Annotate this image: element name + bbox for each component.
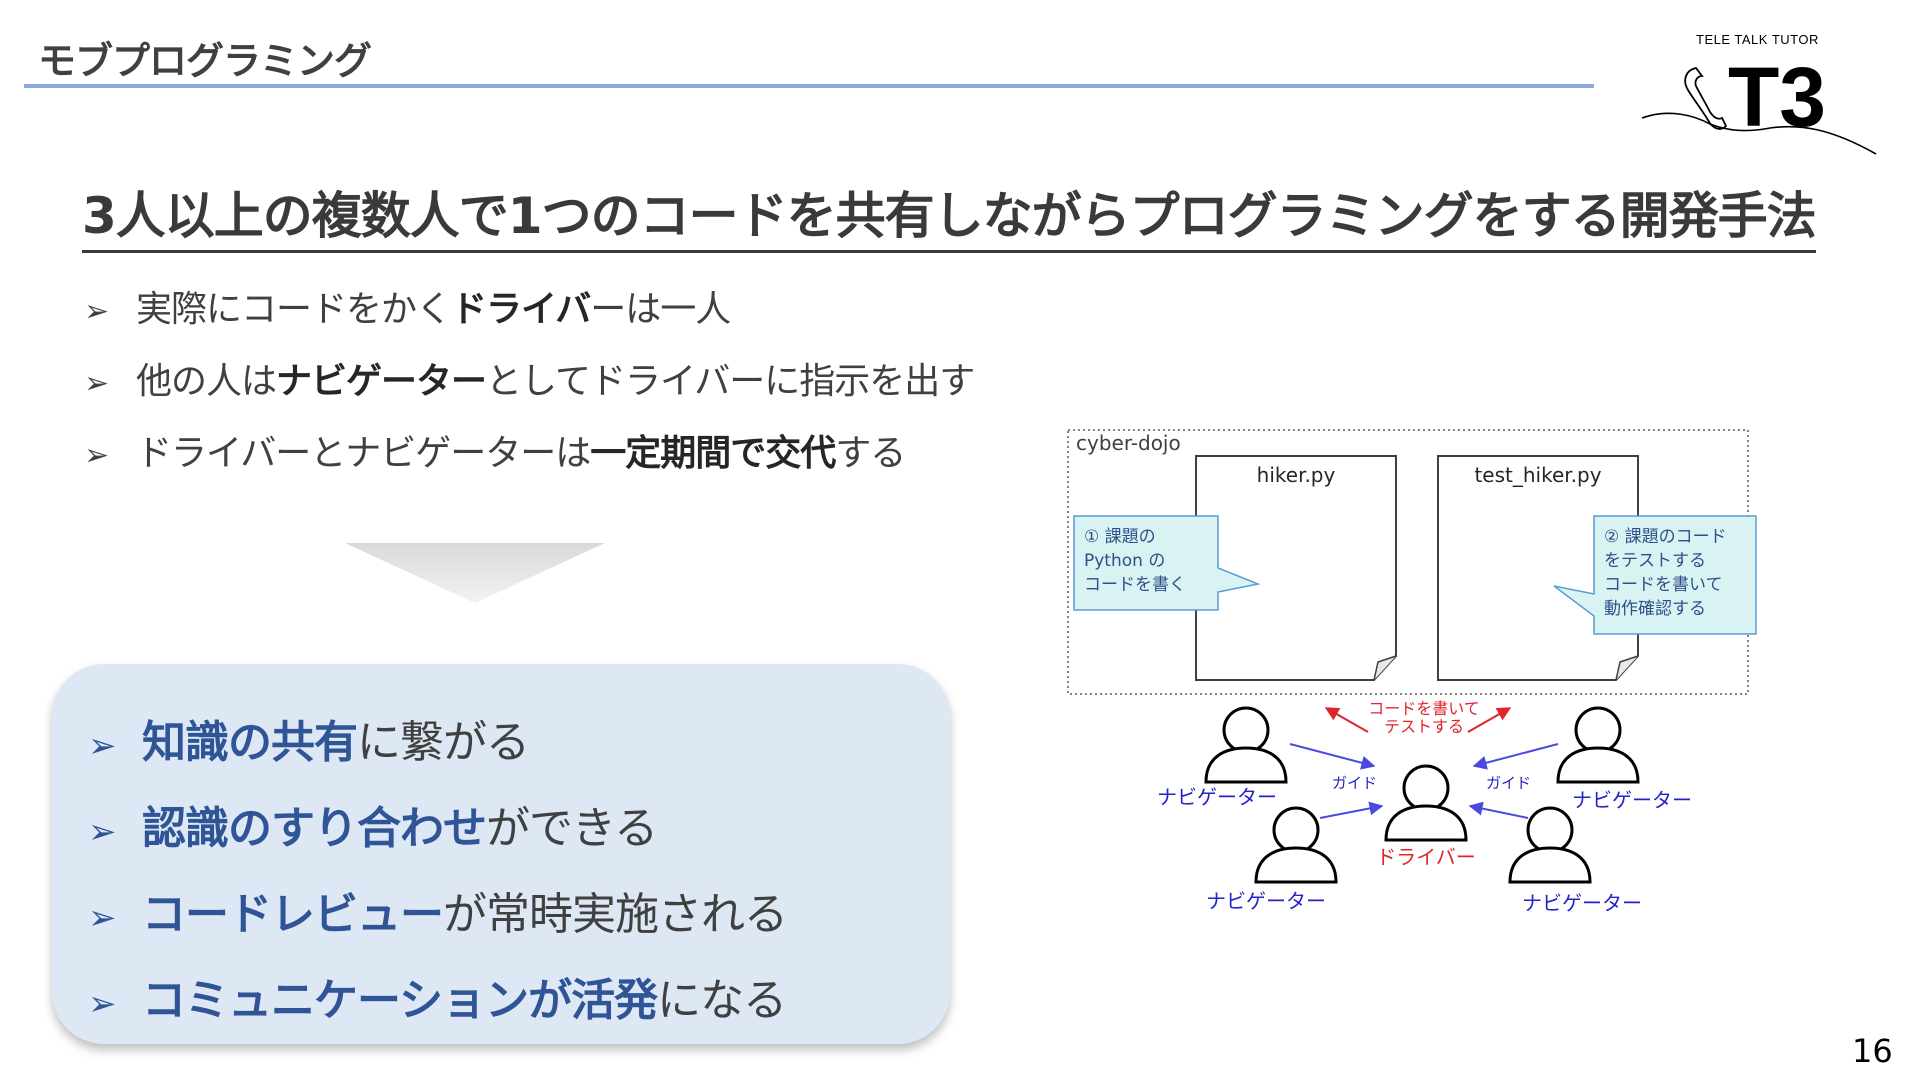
t3-logo: TELE TALK TUTOR T3 xyxy=(1641,32,1877,155)
bullet-text: 実際にコードをかく xyxy=(136,289,452,330)
arrow-bullet-icon: ➢ xyxy=(84,294,109,329)
bullet-emphasis: ドライバ xyxy=(451,289,591,330)
callout-line: コードを書いて xyxy=(1604,575,1723,595)
down-arrow-icon xyxy=(345,543,605,603)
file-name: test_hiker.py xyxy=(1474,463,1601,487)
benefit-item: ➢ コミュニケーションが活発になる xyxy=(88,964,787,1028)
callout-line: ① 課題の xyxy=(1084,527,1156,547)
benefit-text: になる xyxy=(657,975,787,1026)
bullet-text: ドライバーとナビゲーターは xyxy=(136,433,591,474)
navigator-label: ナビゲーター xyxy=(1206,889,1326,913)
benefit-text: に繋がる xyxy=(357,717,530,768)
callout-test-code: ② 課題のコード をテストする コードを書いて 動作確認する xyxy=(1553,515,1757,635)
red-arrow-right xyxy=(1467,707,1512,733)
title-underline xyxy=(24,84,1594,88)
arrow-bullet-icon: ➢ xyxy=(88,984,117,1024)
guide-arrow xyxy=(1289,743,1376,770)
bullet-rotation: ➢ ドライバーとナビゲーターは一定期間で交代する xyxy=(84,424,906,476)
logo-swoosh xyxy=(1641,112,1877,155)
callout-line: 動作確認する xyxy=(1604,599,1706,619)
benefit-item: ➢ 知識の共有に繋がる xyxy=(88,706,530,770)
guide-arrow xyxy=(1319,801,1384,819)
guide-arrow xyxy=(1468,801,1529,819)
bullet-text: としてドライバーに指示を出す xyxy=(486,361,975,402)
guide-arrow xyxy=(1472,743,1559,770)
benefit-emphasis: 知識の共有 xyxy=(142,717,358,768)
benefit-emphasis: コミュニケーションが活発 xyxy=(142,975,658,1026)
bullet-navigator: ➢ 他の人はナビゲーターとしてドライバーに指示を出す xyxy=(84,352,975,404)
benefit-emphasis: 認識のすり合わせ xyxy=(142,803,487,854)
benefit-text: が常時実施される xyxy=(443,889,788,940)
arrow-bullet-icon: ➢ xyxy=(84,438,109,473)
callout-line: ② 課題のコード xyxy=(1604,527,1727,547)
arrow-bullet-icon: ➢ xyxy=(88,812,117,852)
page-number: 16 xyxy=(1852,1032,1893,1070)
driver-action-text: テストする xyxy=(1384,717,1464,736)
headline: 3人以上の複数人で1つのコードを共有しながらプログラミングをする開発手法 xyxy=(82,176,1817,253)
bullet-text: する xyxy=(835,433,906,474)
navigator-label: ナビゲーター xyxy=(1572,788,1692,812)
arrow-bullet-icon: ➢ xyxy=(88,898,117,938)
benefit-item: ➢ 認識のすり合わせができる xyxy=(88,792,658,856)
guide-label: ガイド xyxy=(1486,774,1531,792)
callout-line: をテストする xyxy=(1604,551,1706,571)
red-arrow-left xyxy=(1324,707,1369,733)
benefit-text: ができる xyxy=(486,803,658,854)
slide-title: モブプログラミング xyxy=(38,39,372,83)
cyber-dojo-label: cyber-dojo xyxy=(1076,431,1181,455)
callout-line: Python の xyxy=(1084,551,1165,571)
driver-label: ドライバー xyxy=(1376,845,1476,869)
bullet-emphasis: 一定期間で交代 xyxy=(590,433,836,474)
arrow-bullet-icon: ➢ xyxy=(88,726,117,766)
driver-person-icon xyxy=(1384,764,1468,842)
file-test-hiker: test_hiker.py xyxy=(1437,455,1639,681)
benefits-box: ➢ 知識の共有に繋がる ➢ 認識のすり合わせができる ➢ コードレビューが常時実施され… xyxy=(52,664,950,1044)
file-name: hiker.py xyxy=(1257,463,1336,487)
mob-programming-diagram: cyber-dojo hiker.py test_hiker.py ① 課題の … xyxy=(1067,429,1757,915)
bullet-driver: ➢ 実際にコードをかくドライバーは一人 xyxy=(84,280,731,332)
navigator-person-icon xyxy=(1508,806,1592,884)
navigator-person-icon xyxy=(1556,706,1640,784)
navigator-label: ナビゲーター xyxy=(1522,891,1642,915)
callout-write-code: ① 課題の Python の コードを書く xyxy=(1073,515,1261,611)
logo-caption: TELE TALK TUTOR xyxy=(1696,32,1819,47)
phone-icon xyxy=(1684,67,1728,130)
benefit-item: ➢ コードレビューが常時実施される xyxy=(88,878,788,942)
navigator-label: ナビゲーター xyxy=(1157,785,1277,809)
navigator-person-icon xyxy=(1204,706,1288,784)
callout-line: コードを書く xyxy=(1084,575,1186,595)
benefit-emphasis: コードレビュー xyxy=(142,889,444,940)
bullet-emphasis: ナビゲーター xyxy=(276,361,487,402)
navigator-person-icon xyxy=(1254,806,1338,884)
arrow-bullet-icon: ➢ xyxy=(84,366,109,401)
bullet-text: ーは一人 xyxy=(590,289,731,330)
guide-label: ガイド xyxy=(1332,774,1377,792)
driver-action-text: コードを書いて xyxy=(1368,699,1480,718)
bullet-text: 他の人は xyxy=(136,361,277,402)
file-hiker: hiker.py xyxy=(1195,455,1397,681)
